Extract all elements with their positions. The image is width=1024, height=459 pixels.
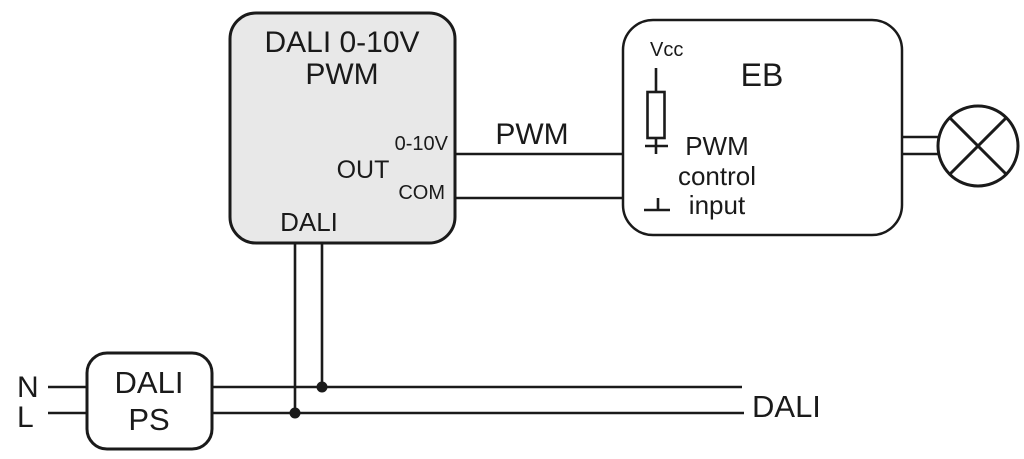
converter-port-dali-label: DALI — [280, 207, 338, 237]
resistor-body — [646, 90, 666, 140]
wires — [48, 135, 941, 415]
converter-block: DALI 0-10V PWM OUT 0-10V COM DALI — [228, 11, 457, 245]
junction-dot — [289, 407, 301, 419]
dali-bus-label: DALI — [752, 389, 821, 424]
pwm-signal-label: PWM — [495, 118, 568, 151]
eb-box — [621, 18, 904, 237]
power-supply-title-line2: PS — [128, 402, 169, 437]
converter-title-line2: PWM — [305, 58, 378, 91]
resistor-icon — [646, 68, 666, 154]
converter-title-line1: DALI 0-10V — [264, 26, 419, 59]
converter-box — [228, 11, 457, 245]
com-terminal-icon — [644, 198, 670, 212]
converter-port-com-label: COM — [398, 182, 445, 204]
lamp-icon — [936, 104, 1020, 188]
power-supply-block: DALI PS N L — [17, 351, 214, 451]
power-supply-box — [85, 351, 214, 451]
power-supply-title-line1: DALI — [115, 365, 184, 400]
eb-vcc-label: Vcc — [650, 39, 683, 61]
converter-out-label: OUT — [337, 156, 390, 184]
eb-input-label-line3: input — [689, 190, 746, 220]
junction-dots — [289, 381, 328, 419]
junction-dot — [316, 381, 328, 393]
lamp-cross-line — [948, 116, 1008, 176]
converter-port-0-10v-label: 0-10V — [395, 133, 449, 155]
mains-neutral-label: N — [17, 371, 39, 404]
eb-input-label-line1: PWM — [685, 131, 749, 161]
eb-block: Vcc EB PWM control input — [621, 18, 904, 237]
mains-line-label: L — [17, 401, 34, 434]
eb-input-label-line2: control — [678, 161, 756, 191]
eb-title: EB — [741, 57, 784, 93]
